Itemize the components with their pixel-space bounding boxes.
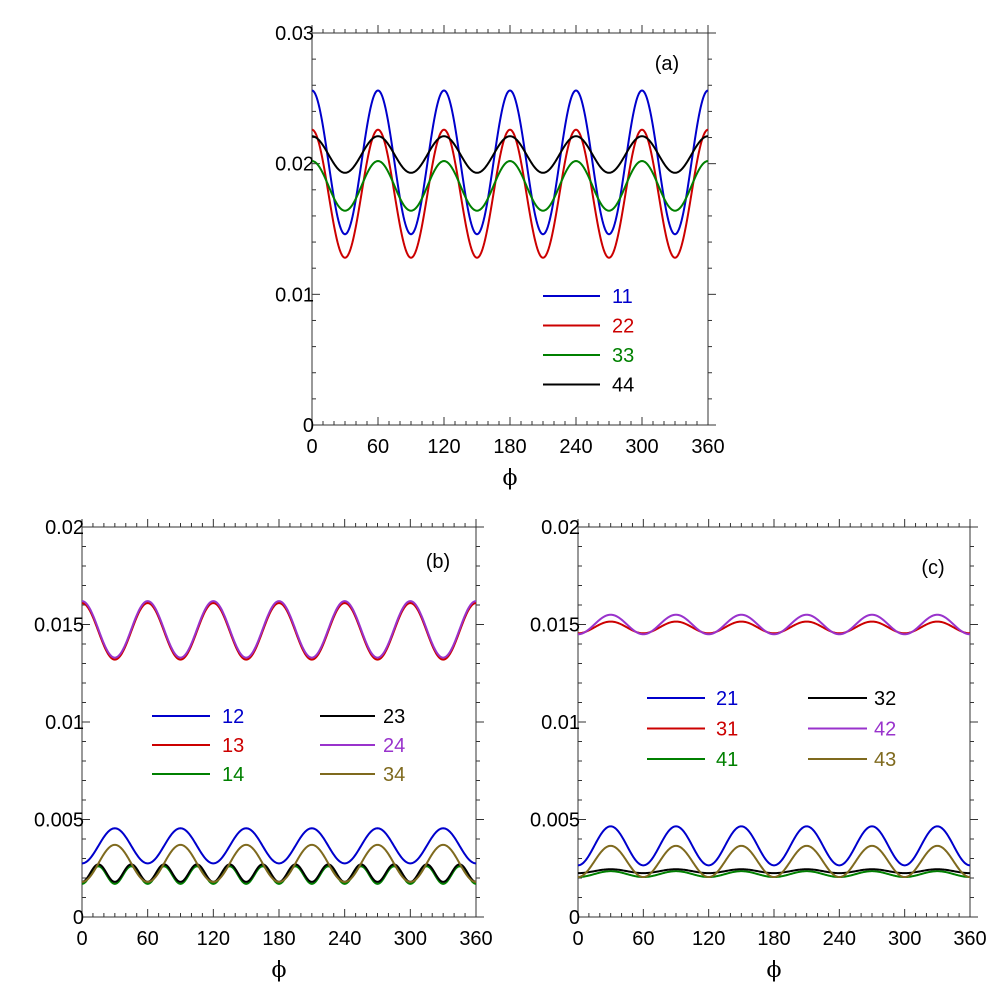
series-line-32 — [577, 868, 971, 875]
legend-label-44: 44 — [612, 375, 634, 397]
y-tick-label: 0.01 — [275, 284, 314, 306]
series-line-34 — [81, 843, 477, 883]
y-tick-label: 0.01 — [541, 712, 580, 734]
x-axis-label: ϕ — [272, 958, 287, 983]
legend-label-13: 13 — [222, 735, 244, 757]
series-line-33 — [311, 160, 709, 212]
x-axis-label: ϕ — [767, 958, 782, 983]
y-tick-label: 0 — [303, 415, 314, 437]
series-line-21 — [577, 825, 971, 867]
x-tick-label: 180 — [262, 928, 295, 950]
panel-tag: (c) — [921, 557, 944, 579]
x-tick-label: 360 — [953, 928, 986, 950]
legend-label-32: 32 — [874, 688, 896, 710]
legend-label-34: 34 — [383, 764, 405, 786]
x-tick-label: 300 — [394, 928, 427, 950]
chart-panel-c: 0 60 120 180 240 300 360 0 0.005 0.01 0.015 0.02 ϕ (c… — [530, 517, 987, 983]
legend-label-22: 22 — [612, 316, 634, 338]
legend-label-33: 33 — [612, 345, 634, 367]
y-tick-label: 0.015 — [34, 615, 84, 637]
x-tick-label: 60 — [137, 928, 159, 950]
series-line-42 — [577, 613, 971, 636]
y-tick-label: 0.03 — [275, 23, 314, 45]
y-tick-label: 0.015 — [530, 615, 580, 637]
x-tick-label: 0 — [76, 928, 87, 950]
y-tick-label: 0 — [569, 907, 580, 929]
plot-frame — [577, 526, 971, 918]
legend-label-14: 14 — [222, 764, 244, 786]
panel-tag: (b) — [426, 551, 450, 573]
legend-label-12: 12 — [222, 706, 244, 728]
chart-panel-a: 0 60 120 180 240 300 360 0 0.01 0.02 0.03 ϕ (a) 11 22 3… — [275, 23, 725, 491]
x-tick-label: 240 — [559, 436, 592, 458]
series-line-22 — [311, 128, 709, 259]
y-tick-label: 0.02 — [541, 517, 580, 539]
series-line-13 — [81, 602, 477, 661]
x-tick-label: 180 — [757, 928, 790, 950]
x-tick-label: 0 — [306, 436, 317, 458]
legend-label-41: 41 — [716, 749, 738, 771]
x-tick-label: 0 — [572, 928, 583, 950]
x-tick-label: 60 — [632, 928, 654, 950]
x-tick-label: 120 — [692, 928, 725, 950]
plot-frame — [81, 526, 477, 918]
panel-tag: (a) — [655, 53, 679, 75]
x-tick-label: 360 — [459, 928, 492, 950]
series-line-14 — [81, 865, 477, 885]
y-tick-label: 0.005 — [34, 810, 84, 832]
x-tick-label: 180 — [493, 436, 526, 458]
series-line-11 — [311, 89, 709, 236]
y-tick-label: 0.005 — [530, 810, 580, 832]
x-tick-label: 60 — [367, 436, 389, 458]
x-tick-label: 120 — [197, 928, 230, 950]
series-line-44 — [311, 135, 709, 174]
y-tick-label: 0 — [73, 907, 84, 929]
x-tick-label: 240 — [823, 928, 856, 950]
y-tick-label: 0.02 — [45, 517, 84, 539]
legend-label-24: 24 — [383, 735, 405, 757]
x-tick-label: 360 — [691, 436, 724, 458]
plot-frame — [311, 32, 709, 426]
legend-label-21: 21 — [716, 688, 738, 710]
chart-panel-b: 0 60 120 180 240 300 360 0 0.005 0.01 0.015 0.02 ϕ (b… — [34, 517, 493, 983]
series-line-43 — [577, 844, 971, 879]
x-tick-label: 120 — [427, 436, 460, 458]
x-axis-label: ϕ — [503, 466, 518, 491]
series-line-24 — [81, 600, 477, 659]
legend-label-43: 43 — [874, 749, 896, 771]
legend-label-23: 23 — [383, 706, 405, 728]
y-tick-label: 0.02 — [275, 154, 314, 176]
x-tick-label: 300 — [625, 436, 658, 458]
series-line-12 — [81, 827, 477, 865]
legend-label-11: 11 — [612, 286, 633, 308]
y-tick-label: 0.01 — [45, 712, 84, 734]
legend-label-31: 31 — [716, 719, 738, 741]
legend-label-42: 42 — [874, 719, 896, 741]
x-tick-label: 240 — [328, 928, 361, 950]
x-tick-label: 300 — [888, 928, 921, 950]
